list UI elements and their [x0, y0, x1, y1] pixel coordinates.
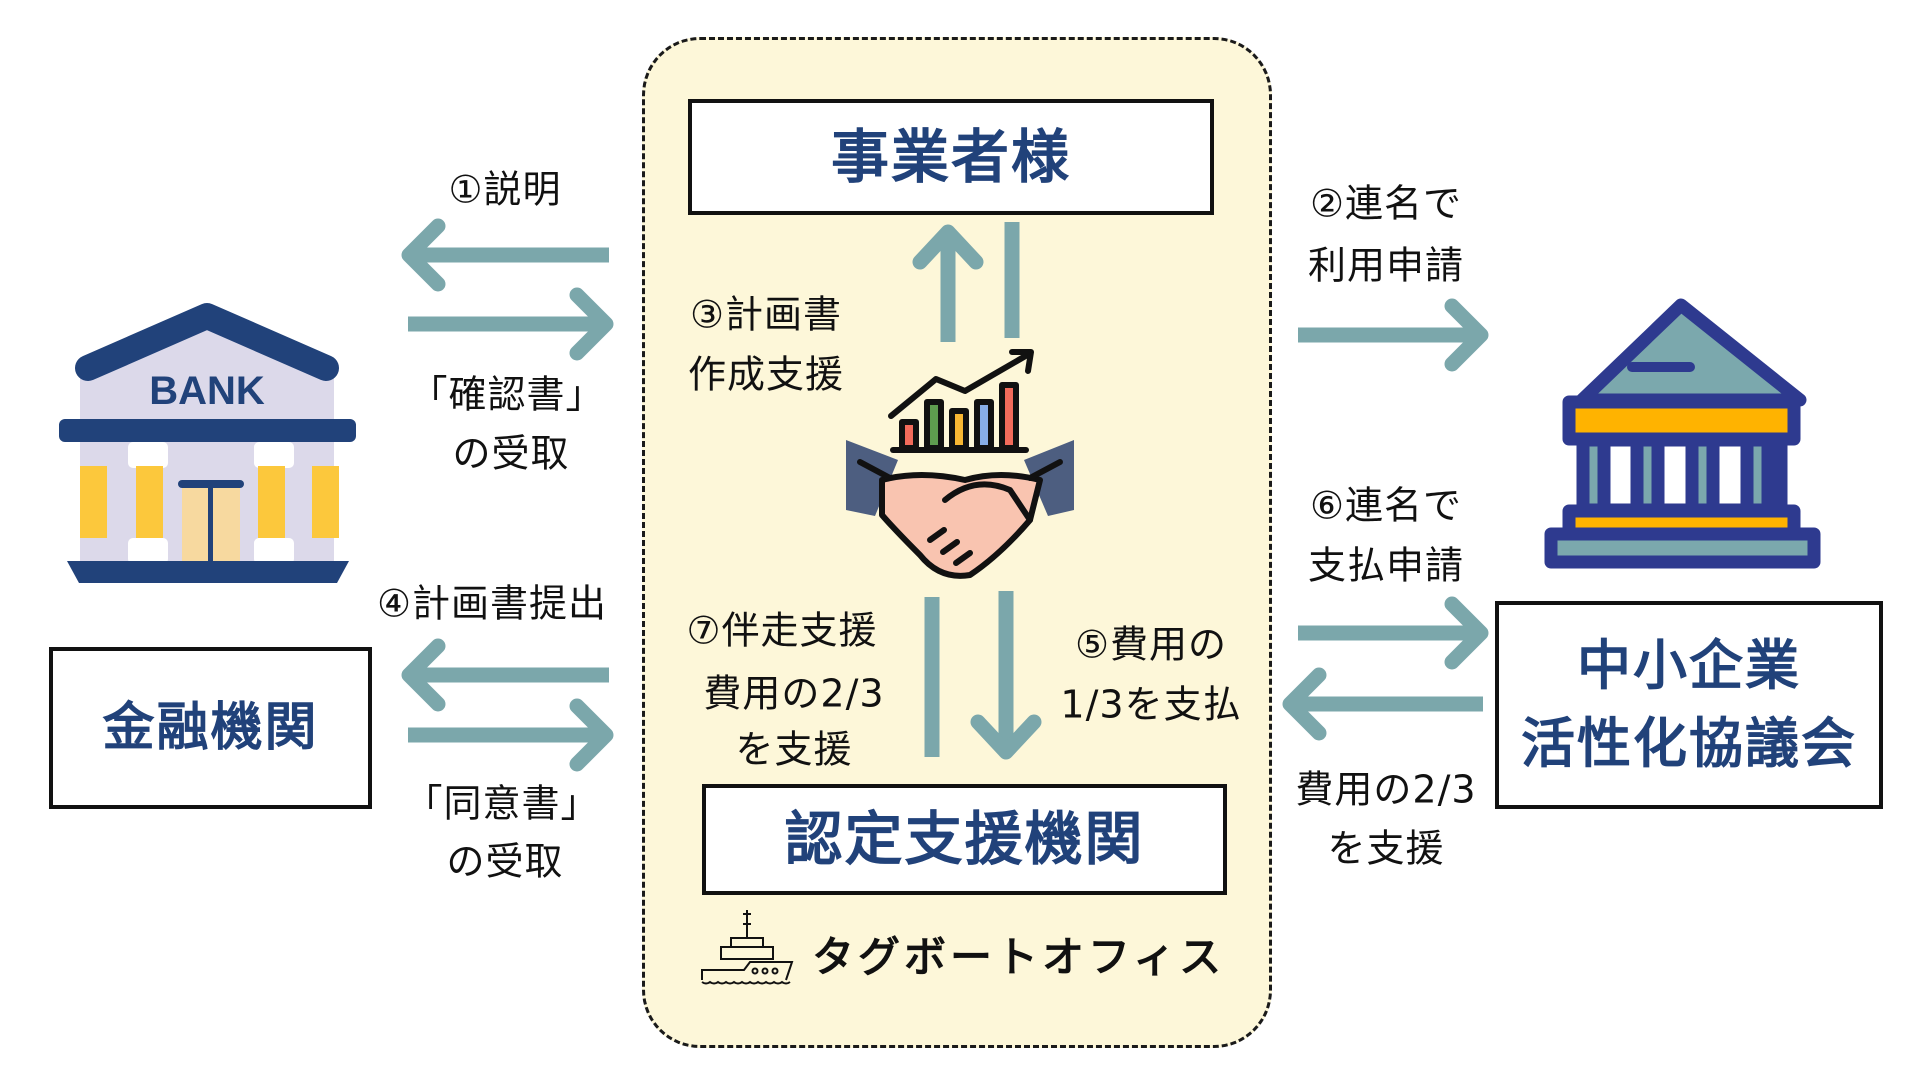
node-sme-council-line2: 活性化協議会: [1521, 712, 1857, 775]
step7-label-line2: 費用の2/3: [703, 671, 885, 716]
council-support-label-line2: を支援: [1327, 826, 1445, 871]
step7-label-line3: を支援: [735, 727, 853, 772]
step5-label-line1: ⑤費用の: [1074, 622, 1228, 667]
step6-label-line2: 支払申請: [1307, 543, 1465, 588]
node-business: 事業者様: [688, 99, 1214, 215]
arrow-step6-to-council: [1298, 596, 1489, 670]
arrow-consent-from-financial: [408, 698, 614, 772]
arrow-step2-to-council: [1298, 298, 1489, 372]
government-building-icon: [1544, 298, 1821, 569]
step7-label-line1: ⑦伴走支援: [686, 608, 878, 653]
bank-sign-text: BANK: [149, 369, 265, 413]
arrow-confirmation-from-bank: [408, 287, 614, 361]
step1-label: ①説明: [448, 167, 562, 212]
step4-label: ④計画書提出: [376, 581, 608, 626]
node-business-label: 事業者様: [830, 122, 1071, 191]
council-support-label-line1: 費用の2/3: [1295, 767, 1477, 812]
tugboat-icon: [701, 910, 794, 985]
bank-icon: BANK: [59, 303, 356, 583]
tugboat-office-logo-text: タグボートオフィス: [812, 932, 1226, 982]
step5-label-line2: 1/3を支払: [1060, 682, 1242, 727]
arrow-step4-to-financial: [401, 638, 609, 712]
node-financial-institution: 金融機関: [49, 647, 372, 809]
node-certified-label: 認定支援機関: [784, 805, 1145, 874]
arrow-step5-to-certified: [970, 591, 1042, 760]
node-sme-council-line1: 中小企業: [1577, 633, 1801, 697]
handshake-growth-icon: [846, 349, 1074, 579]
consent-receipt-label-line1: 「同意書」: [404, 781, 600, 826]
arrow-council-support-to-certified: [1282, 667, 1483, 741]
arrow-step3-to-business: [912, 224, 984, 342]
arrow-step1-to-bank: [401, 218, 609, 292]
confirmation-receipt-label-line2: の受取: [452, 431, 570, 476]
node-financial-label: 金融機関: [102, 697, 319, 758]
step3-label-line1: ③計画書: [689, 292, 843, 337]
step2-label-line1: ②連名で: [1309, 181, 1463, 226]
step2-label-line2: 利用申請: [1307, 243, 1465, 288]
node-certified-support-org: 認定支援機関: [702, 784, 1227, 895]
node-sme-council: 中小企業 活性化協議会: [1495, 601, 1883, 809]
consent-receipt-label-line2: の受取: [446, 839, 564, 884]
step3-label-line2: 作成支援: [687, 352, 845, 397]
confirmation-receipt-label-line1: 「確認書」: [409, 372, 605, 417]
step6-label-line1: ⑥連名で: [1309, 483, 1463, 528]
